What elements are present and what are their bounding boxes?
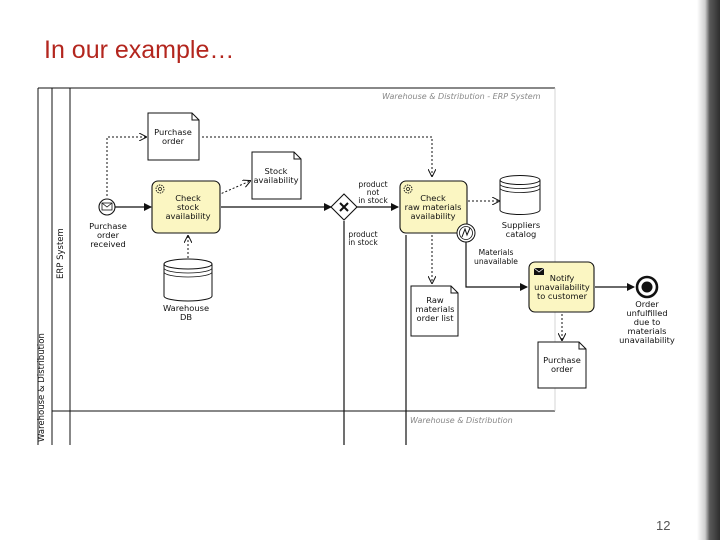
start-event-label-line2: order <box>97 230 120 240</box>
data-object-purchase-order-top: Purchase order <box>147 112 200 161</box>
task-label-line3: availability <box>410 211 455 221</box>
gateway-label-bottom-line2: in stock <box>348 238 378 247</box>
slide-title: In our example… <box>44 36 235 64</box>
envelope-filled-icon <box>533 267 545 275</box>
x-mark-icon <box>339 202 349 212</box>
slide-edge-decoration <box>697 0 720 540</box>
doc-label-line1: Stock <box>265 166 288 176</box>
start-event-label-line1: Purchase <box>89 221 127 231</box>
task-label-line1: Check <box>420 193 446 203</box>
boundary-event-materials-unavailable: Materials unavailable <box>456 223 518 266</box>
task-label-line2: stock <box>177 202 199 212</box>
task-label-line3: availability <box>165 211 210 221</box>
lane-label-erp-system: ERP System <box>56 228 66 279</box>
end-event-order-unfulfilled: Order unfulfilled due to materials unava… <box>619 275 675 345</box>
gateway-label-top-line2: not <box>367 188 379 197</box>
end-event-label-line4: materials <box>628 326 667 336</box>
gateway-label-bottom-line1: product <box>348 230 377 239</box>
data-store-suppliers-catalog: Suppliers catalog <box>499 175 541 239</box>
boundary-label-line2: unavailable <box>474 257 518 266</box>
lane-label-warehouse-distribution: Warehouse & Distribution <box>37 333 47 442</box>
boundary-label-line1: Materials <box>479 248 514 257</box>
task-label-line2: unavailability <box>534 282 590 292</box>
task-label-line1: Notify <box>550 273 575 283</box>
gear-icon <box>155 184 165 194</box>
start-event-purchase-order-received: Purchase order received <box>89 198 127 249</box>
pool-caption-bottom: Warehouse & Distribution <box>410 416 513 425</box>
doc-label-line2: order <box>551 364 574 374</box>
slide-number: 12 <box>656 518 671 533</box>
doc-label-line1: Purchase <box>154 127 192 137</box>
gateway-label-top-line3: in stock <box>358 196 388 205</box>
task-check-stock-availability: Check stock availability <box>151 180 221 234</box>
doc-label-line2: availability <box>253 175 298 185</box>
start-event-label-line3: received <box>90 239 126 249</box>
task-label-line1: Check <box>175 193 201 203</box>
task-check-raw-materials-availability: Check raw materials availability <box>399 180 468 234</box>
task-label-line3: to customer <box>537 291 588 301</box>
gateway-label-top-line1: product <box>358 180 387 189</box>
task-notify-unavailability: Notify unavailability to customer <box>528 261 595 313</box>
sequence-flows <box>115 203 635 445</box>
doc-label-line2: materials <box>416 304 455 314</box>
task-label-line2: raw materials <box>405 202 462 212</box>
exclusive-gateway: product not in stock product in stock <box>330 180 388 247</box>
data-store-warehouse-db: Warehouse DB <box>163 258 213 322</box>
doc-label-line2: order <box>162 136 185 146</box>
db-label-line2: DB <box>180 312 192 322</box>
end-event-label-line5: unavailability <box>619 335 675 345</box>
data-object-purchase-order-bottom: Purchase order <box>537 341 587 389</box>
envelope-icon <box>101 202 113 211</box>
db-label-line1: Warehouse <box>163 303 209 313</box>
data-object-raw-materials-order-list: Raw materials order list <box>410 285 459 337</box>
pool <box>37 87 556 445</box>
pool-caption-top: Warehouse & Distribution - ERP System <box>382 92 541 101</box>
bpmn-diagram: Warehouse & Distribution ERP System Ware… <box>37 87 675 445</box>
data-object-stock-availability: Stock availability <box>251 151 302 200</box>
doc-label-line3: order list <box>417 313 455 323</box>
doc-label-line1: Purchase <box>543 355 581 365</box>
end-event-label-line2: unfulfilled <box>626 308 667 318</box>
end-event-label-line3: due to <box>634 317 661 327</box>
gear-icon <box>403 184 413 194</box>
db-label-line1: Suppliers <box>502 220 541 230</box>
end-event-label-line1: Order <box>635 299 659 309</box>
doc-label-line1: Raw <box>426 295 444 305</box>
lightning-icon <box>461 227 471 238</box>
db-label-line2: catalog <box>506 229 537 239</box>
